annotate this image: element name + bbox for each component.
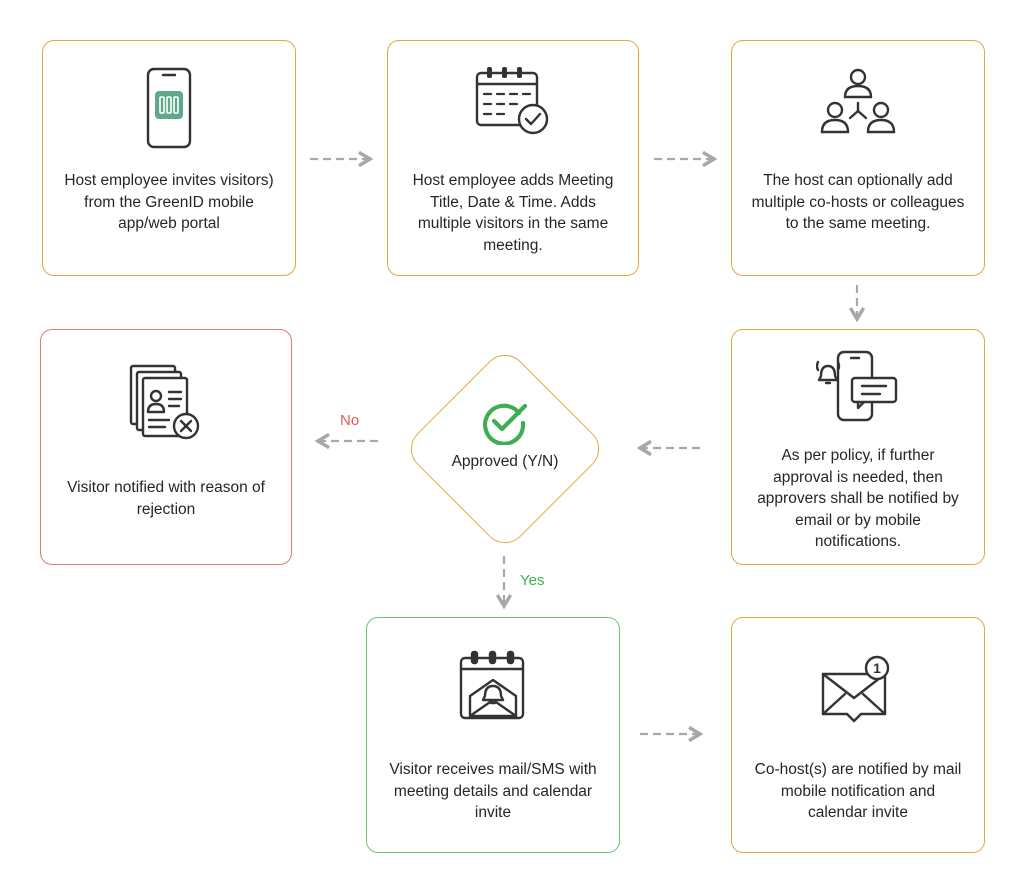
documents-reject-icon: [129, 364, 200, 440]
smartphone-app-icon: [146, 67, 192, 149]
check-circle-icon: [482, 403, 528, 445]
step-rejected-text: Visitor notified with reason of rejectio…: [67, 479, 265, 518]
step-meeting-details: Host employee adds Meeting Title, Date &…: [387, 40, 639, 276]
step-add-cohosts: The host can optionally add multiple co-…: [731, 40, 985, 276]
people-network-icon: [820, 68, 896, 134]
mail-badge-icon: 1: [821, 655, 890, 723]
step-approvers-text: As per policy, if further approval is ne…: [757, 447, 959, 550]
branch-yes-label: Yes: [520, 572, 545, 589]
step-cohost-text: Co-host(s) are notified by mail mobile n…: [754, 761, 962, 821]
decision-content: Approved (Y/N): [405, 395, 605, 505]
decision-text: Approved (Y/N): [451, 453, 559, 470]
calendar-mail-bell-icon: [459, 650, 525, 720]
step-visitor-text: Visitor receives mail/SMS with meeting d…: [389, 761, 597, 821]
step-cohost-notified: 1 Co-host(s) are notified by mail mobile…: [731, 617, 985, 853]
branch-no-label: No: [340, 412, 360, 429]
step-cohosts-text: The host can optionally add multiple co-…: [751, 172, 965, 232]
step-invite-text: Host employee invites visitors) from the…: [64, 172, 274, 232]
step-visitor-invite: Visitor receives mail/SMS with meeting d…: [366, 617, 620, 853]
phone-notification-icon: [816, 350, 898, 422]
step-approvers-notified: As per policy, if further approval is ne…: [731, 329, 985, 565]
calendar-check-icon: [475, 67, 549, 135]
step-invite-visitors: Host employee invites visitors) from the…: [42, 40, 296, 276]
mail-badge-count: 1: [873, 660, 881, 676]
step-visitor-rejected: Visitor notified with reason of rejectio…: [40, 329, 292, 565]
step-meeting-text: Host employee adds Meeting Title, Date &…: [412, 172, 614, 254]
